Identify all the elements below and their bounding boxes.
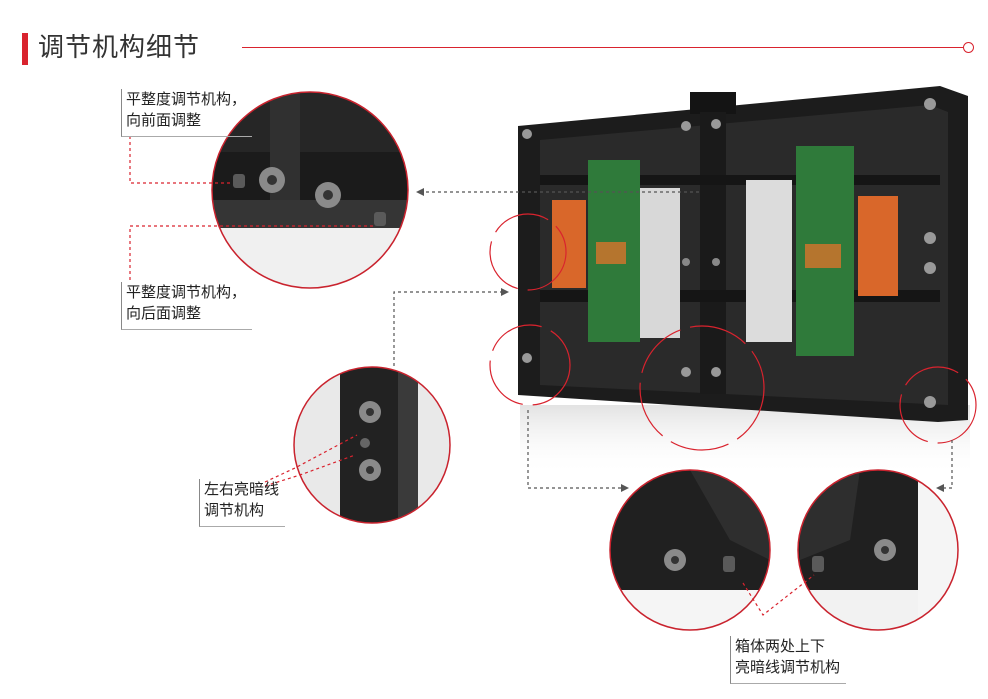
label-flatness-back-line2: 向后面调整	[126, 304, 202, 322]
top-handle	[690, 92, 736, 114]
title-accent-bar	[22, 33, 28, 65]
copper-panel-right	[858, 196, 898, 296]
label-flatness-front-line1: 平整度调节机构，	[126, 90, 247, 108]
callout-marks	[489, 213, 977, 451]
label-up-down-seam: 箱体两处上下 亮暗线调节机构	[730, 636, 847, 684]
label-left-right-line2: 调节机构	[204, 501, 265, 519]
zoom-flatness-adjust	[211, 91, 409, 289]
label-up-down-line1: 箱体两处上下	[735, 637, 826, 655]
heatsink-left	[640, 188, 680, 338]
label-left-right-line1: 左右亮暗线	[204, 480, 280, 498]
leader-lines	[129, 136, 953, 616]
copper-panel-left	[552, 200, 586, 288]
heatsink-right	[746, 180, 792, 342]
label-flatness-front: 平整度调节机构， 向前面调整	[121, 89, 253, 137]
label-flatness-front-line2: 向前面调整	[126, 111, 202, 129]
zoom-left-right-adjust	[293, 366, 451, 524]
label-flatness-back-line1: 平整度调节机构，	[126, 283, 247, 301]
title-divider-line	[242, 47, 964, 48]
zoom-bottom-left-adjust	[609, 469, 771, 631]
label-left-right-seam: 左右亮暗线 调节机构	[199, 479, 286, 527]
page-title: 调节机构细节	[38, 33, 201, 63]
label-up-down-line2: 亮暗线调节机构	[735, 658, 841, 676]
title-line-end-dot	[963, 42, 974, 53]
zoom-bottom-right-adjust	[797, 469, 959, 631]
led-cabinet	[518, 86, 968, 422]
label-flatness-back: 平整度调节机构， 向后面调整	[121, 282, 253, 330]
